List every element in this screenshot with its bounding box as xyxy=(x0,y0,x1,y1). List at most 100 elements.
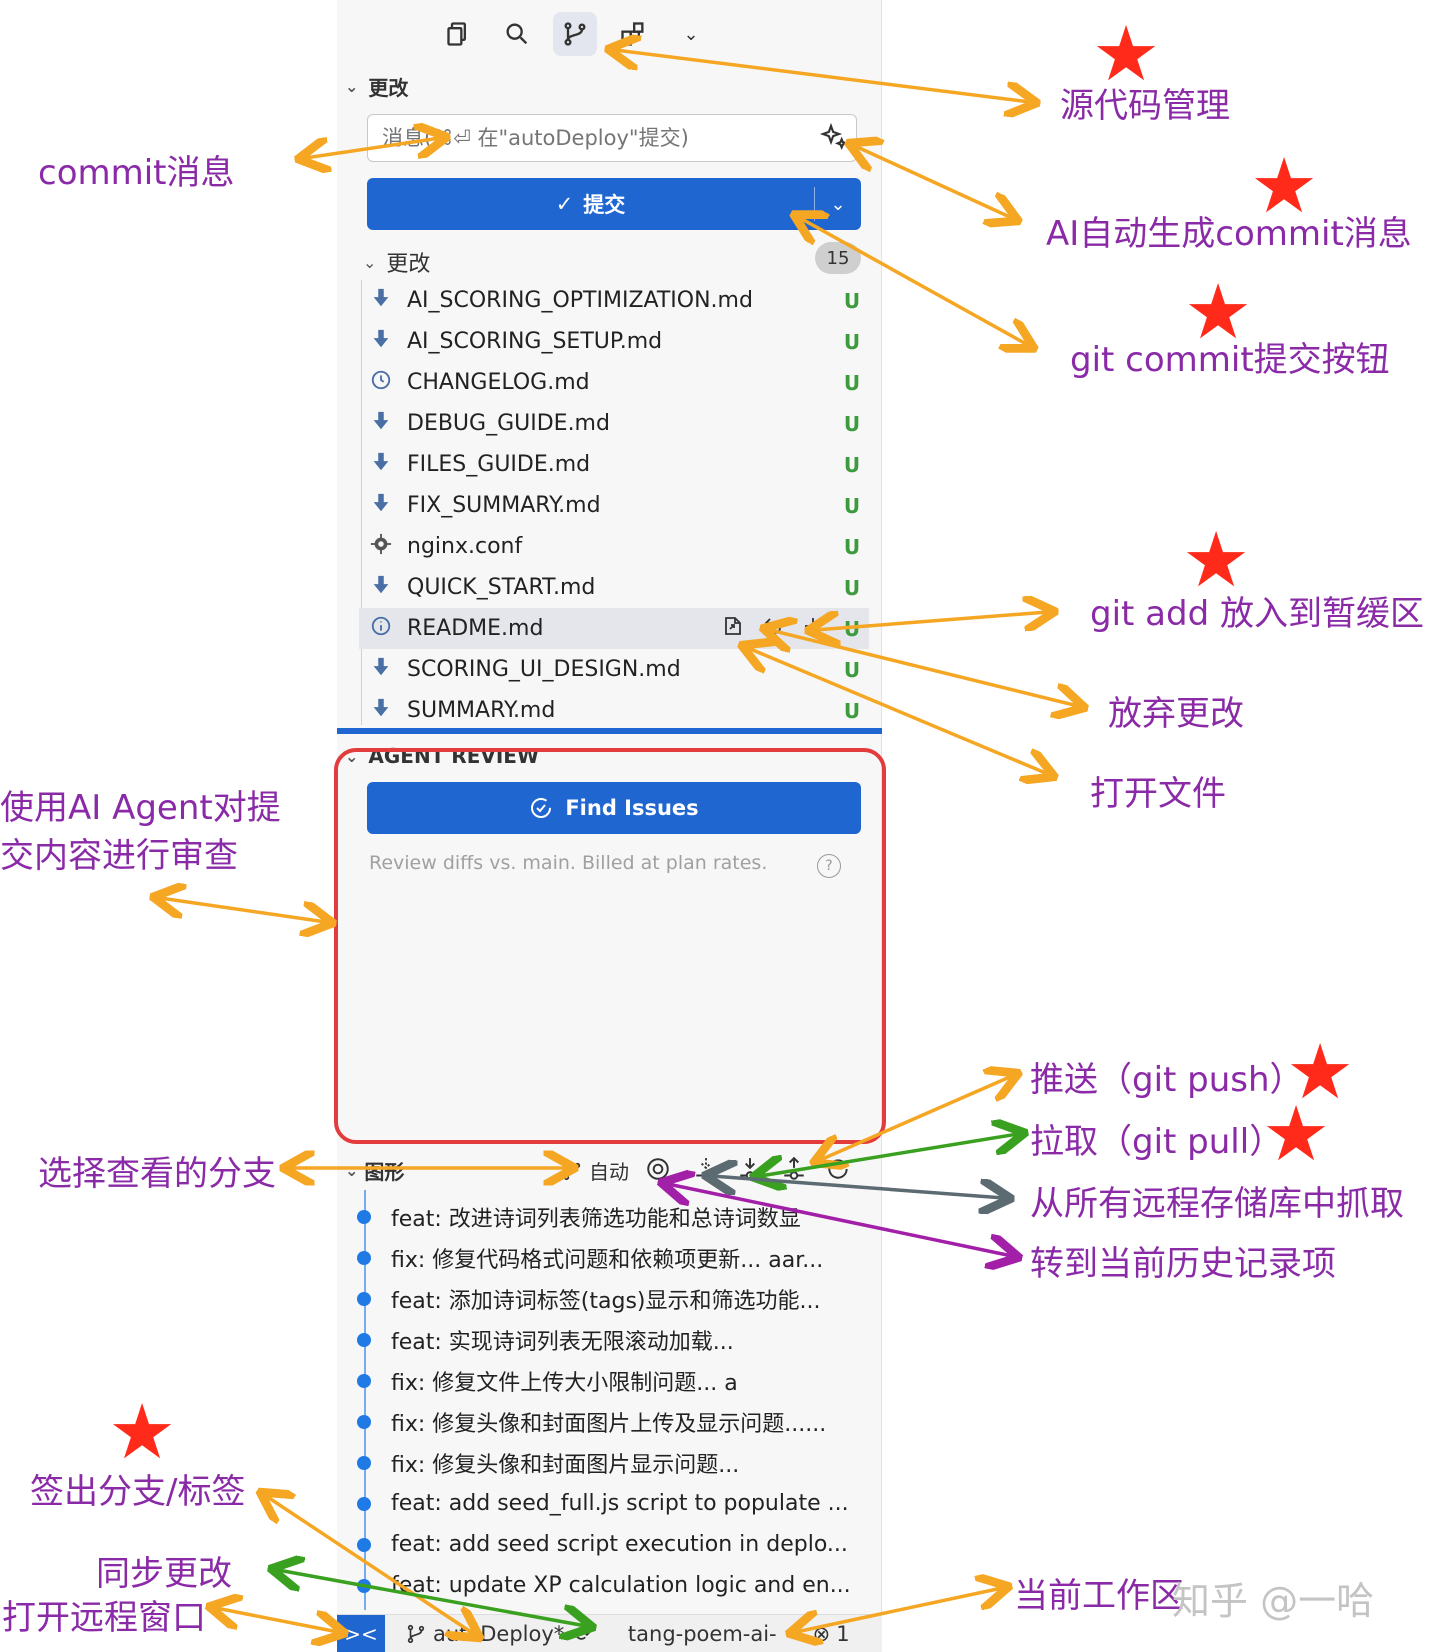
commit-history-item[interactable]: feat: 改进诗词列表筛选功能和总诗词数显 xyxy=(353,1196,873,1237)
branch-icon xyxy=(407,1624,425,1643)
workspace-label[interactable]: tang-poem-ai- xyxy=(627,1621,777,1646)
label-git-pull: 拉取（git pull） xyxy=(1030,1122,1284,1162)
find-issues-button[interactable]: Find Issues xyxy=(367,782,861,834)
current-branch-label: autoDeploy* xyxy=(433,1621,565,1646)
file-status-badge: U xyxy=(843,534,861,559)
commit-history-item[interactable]: feat: 实现诗词列表无限滚动加载... xyxy=(353,1319,873,1360)
extensions-icon[interactable] xyxy=(611,12,655,56)
info-icon xyxy=(367,615,395,642)
commit-history-item[interactable]: feat: 添加诗词标签(tags)显示和筛选功能... xyxy=(353,1278,873,1319)
graph-header-title-group[interactable]: ⌄ 图形 xyxy=(345,1156,404,1185)
refresh-icon[interactable] xyxy=(825,1156,851,1182)
changes-group-header[interactable]: ⌄ 更改 xyxy=(363,246,430,278)
file-row[interactable]: CHANGELOG.md U xyxy=(359,362,869,403)
chevron-down-icon: ⌄ xyxy=(363,252,377,272)
file-name: QUICK_START.md xyxy=(407,575,596,600)
push-icon[interactable] xyxy=(781,1156,807,1182)
file-name: DEBUG_GUIDE.md xyxy=(407,411,610,436)
commit-dot xyxy=(357,1209,371,1224)
label-agent-review-line2: 交内容进行审查 xyxy=(0,836,238,876)
label-discard: 放弃更改 xyxy=(1108,694,1244,734)
commit-history-item[interactable]: feat: add seed_full.js script to populat… xyxy=(353,1483,873,1524)
commit-history-item[interactable]: fix: 修复头像和封面图片显示问题... xyxy=(353,1442,873,1483)
star-icon: ★ xyxy=(1182,515,1251,604)
file-name: CHANGELOG.md xyxy=(407,370,590,395)
discard-changes-icon[interactable] xyxy=(761,614,785,644)
download-arrow-icon xyxy=(367,492,395,519)
file-status-badge: U xyxy=(843,370,861,395)
commit-dot xyxy=(357,1373,371,1388)
commit-dot xyxy=(357,1414,371,1429)
commit-dot xyxy=(357,1332,371,1347)
label-agent-review-line1: 使用AI Agent对提 xyxy=(0,788,281,828)
commit-message: feat: add seed script execution in deplo… xyxy=(391,1532,848,1557)
graph-title: 图形 xyxy=(364,1160,405,1184)
file-row-actions xyxy=(721,614,825,644)
commit-options-chevron-icon[interactable]: ⌄ xyxy=(830,193,846,215)
arrow-agent-review xyxy=(160,898,326,922)
label-git-add: git add 放入到暂缓区 xyxy=(1090,594,1424,634)
commit-history-item[interactable]: fix: 修复代码格式问题和依赖项更新... aar... xyxy=(353,1237,873,1278)
file-row[interactable]: AI_SCORING_OPTIMIZATION.md U xyxy=(359,280,869,321)
explorer-icon[interactable] xyxy=(437,12,481,56)
label-checkout: 签出分支/标签 xyxy=(30,1472,246,1512)
watermark-text: 知乎 @一哈 xyxy=(1172,1579,1375,1623)
more-views-chevron-icon[interactable]: ⌄ xyxy=(683,23,699,45)
problems-count: 1 xyxy=(836,1621,850,1646)
changes-count-badge: 15 xyxy=(815,242,861,274)
problems-indicator[interactable]: ⊗ 1 xyxy=(813,1622,850,1646)
pull-icon[interactable] xyxy=(737,1156,763,1182)
help-icon[interactable]: ? xyxy=(817,854,841,878)
review-hint-text: Review diffs vs. main. Billed at plan ra… xyxy=(369,852,768,874)
commit-history-item[interactable]: feat: update XP calculation logic and en… xyxy=(353,1565,873,1606)
label-select-branch: 选择查看的分支 xyxy=(38,1154,276,1194)
commit-history-item[interactable]: fix: 修复文件上传大小限制问题... a xyxy=(353,1360,873,1401)
label-source-control: 源代码管理 xyxy=(1060,86,1230,126)
open-remote-window-icon[interactable]: >< xyxy=(337,1614,385,1652)
commit-button[interactable]: ✓ 提交 ⌄ xyxy=(367,178,861,230)
branch-mode-label: 自动 xyxy=(589,1160,629,1184)
label-open-file: 打开文件 xyxy=(1090,774,1226,814)
goto-current-icon[interactable] xyxy=(645,1156,671,1182)
commit-history-item[interactable]: feat: add seed script execution in deplo… xyxy=(353,1524,873,1565)
label-workspace: 当前工作区 xyxy=(1014,1576,1184,1616)
commit-message: fix: 修复文件上传大小限制问题... a xyxy=(391,1370,738,1396)
file-name: SUMMARY.md xyxy=(407,698,556,723)
commit-history-item[interactable]: fix: 修复头像和封面图片上传及显示问题...... xyxy=(353,1401,873,1442)
file-status-badge: U xyxy=(843,288,861,313)
clock-icon xyxy=(367,369,395,396)
stage-plus-icon[interactable] xyxy=(801,614,825,644)
branch-selector[interactable]: 自动 xyxy=(561,1156,629,1185)
commit-dot xyxy=(357,1250,371,1265)
open-file-icon[interactable] xyxy=(721,614,745,644)
commit-message: feat: 实现诗词列表无限滚动加载... xyxy=(391,1329,734,1355)
search-icon[interactable] xyxy=(495,12,539,56)
file-status-badge: U xyxy=(843,329,861,354)
file-name: AI_SCORING_OPTIMIZATION.md xyxy=(407,288,753,313)
file-name: FILES_GUIDE.md xyxy=(407,452,591,477)
sync-changes-icon[interactable]: ⟳ xyxy=(574,1621,592,1646)
star-icon: ★ xyxy=(1286,1027,1355,1116)
gear-icon xyxy=(367,533,395,560)
label-ai-commit: AI自动生成commit消息 xyxy=(1046,214,1412,254)
checkout-branch-button[interactable]: autoDeploy* xyxy=(405,1622,564,1646)
file-name: SCORING_UI_DESIGN.md xyxy=(407,657,681,682)
commit-message-input[interactable] xyxy=(367,114,857,162)
ai-generate-sparkle-icon[interactable] xyxy=(819,122,851,154)
changes-section-header[interactable]: ⌄ 更改 xyxy=(345,72,408,101)
fetch-icon[interactable] xyxy=(693,1156,719,1182)
chevron-down-icon: ⌄ xyxy=(345,1161,359,1180)
download-arrow-icon xyxy=(367,410,395,437)
check-circle-icon xyxy=(531,798,552,818)
source-control-icon[interactable] xyxy=(553,12,597,56)
